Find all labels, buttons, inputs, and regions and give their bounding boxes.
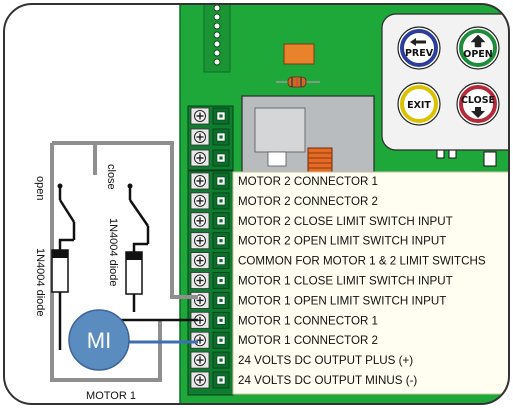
- terminal-label: MOTOR 2 CONNECTOR 1: [238, 175, 378, 188]
- terminal-label: 24 VOLTS DC OUTPUT MINUS (-): [238, 374, 417, 387]
- motor-caption: MOTOR 1: [86, 390, 136, 402]
- top-pin: [213, 58, 221, 66]
- screw-terminal: [190, 149, 210, 167]
- terminal-label: MOTOR 1 OPEN LIMIT SWITCH INPUT: [238, 294, 446, 307]
- diode-left-label: 1N4004 diode: [34, 248, 46, 317]
- terminal-pin: [212, 149, 230, 167]
- screw-terminal: [190, 212, 210, 230]
- exit-button-label: EXIT: [407, 100, 431, 111]
- top-pin: [213, 49, 221, 57]
- terminal-pin: [212, 128, 230, 146]
- screw-terminal: [190, 231, 210, 250]
- terminal-label: MOTOR 2 CONNECTOR 2: [238, 195, 378, 208]
- open-button[interactable]: OPEN: [456, 26, 500, 70]
- motor-symbol: MI: [87, 328, 111, 353]
- screw-terminal: [190, 192, 210, 210]
- terminal-label: MOTOR 2 CLOSE LIMIT SWITCH INPUT: [238, 215, 453, 228]
- resistor: [276, 76, 320, 88]
- left-arrow-icon: [410, 38, 426, 46]
- screw-terminal: [190, 351, 210, 369]
- open-limit-switch: [57, 183, 76, 250]
- terminal-pin: [212, 351, 230, 369]
- terminal-pin: [212, 252, 230, 270]
- top-pin: [213, 22, 221, 30]
- top-pin: [213, 4, 221, 12]
- terminal-pin: [212, 291, 230, 309]
- screw-terminal: [190, 291, 210, 310]
- terminal-label: MOTOR 1 CLOSE LIMIT SWITCH INPUT: [238, 275, 453, 288]
- close-switch-label: close: [105, 164, 117, 190]
- gray-wire-common: [95, 141, 198, 299]
- outer-frame: [3, 3, 510, 405]
- screw-terminal: [190, 172, 210, 190]
- terminal-pin: [212, 192, 230, 210]
- down-arrow-icon: [471, 107, 485, 118]
- exit-button[interactable]: EXIT: [397, 82, 441, 126]
- close-button[interactable]: CLOSE: [456, 82, 500, 126]
- open-button-label: OPEN: [463, 49, 493, 60]
- screw-terminal: [190, 251, 210, 270]
- close-button-label: CLOSE: [461, 95, 495, 106]
- screw-terminal: [190, 331, 210, 349]
- diode-right-label: 1N4004 diode: [107, 218, 119, 287]
- terminal-label: COMMON FOR MOTOR 1 & 2 LIMIT SWITCHS: [238, 255, 486, 268]
- terminal-pin: [212, 232, 230, 250]
- diode-right: [125, 251, 143, 295]
- external-wiring: [50, 141, 198, 382]
- terminal-label: 24 VOLTS DC OUTPUT PLUS (+): [238, 354, 413, 367]
- terminal-pin: [212, 272, 230, 289]
- terminal-pin: [212, 107, 230, 125]
- screw-terminal: [190, 371, 210, 389]
- top-connector-pins: [213, 4, 221, 66]
- terminal-label: MOTOR 1 CONNECTOR 1: [238, 314, 378, 327]
- motor-circle: [68, 309, 130, 371]
- upper-terminals: [187, 105, 234, 171]
- prev-button-label: PREV: [405, 48, 434, 59]
- terminal-label: MOTOR 1 CONNECTOR 2: [238, 334, 378, 347]
- terminal-pin: [212, 371, 230, 389]
- prev-button[interactable]: PREV: [397, 26, 441, 70]
- screw-terminal: [190, 128, 210, 146]
- diode-left: [51, 249, 69, 293]
- terminal-pin: [212, 172, 230, 190]
- coil: [307, 147, 333, 175]
- terminal-pin: [212, 311, 230, 329]
- top-pin: [213, 13, 221, 21]
- up-arrow-icon: [470, 34, 486, 48]
- orange-header: [283, 43, 315, 65]
- terminal-pin: [212, 212, 230, 230]
- screw-terminal: [190, 271, 210, 290]
- close-limit-switch: [127, 183, 150, 252]
- terminal-block: [187, 170, 234, 396]
- top-pin: [213, 40, 221, 48]
- top-pin: [213, 31, 221, 39]
- terminal-label: MOTOR 2 OPEN LIMIT SWITCH INPUT: [238, 235, 446, 248]
- screw-terminal: [190, 107, 210, 125]
- terminal-pin: [212, 331, 230, 349]
- terminal-label-box: [232, 171, 509, 395]
- open-switch-label: open: [34, 176, 46, 200]
